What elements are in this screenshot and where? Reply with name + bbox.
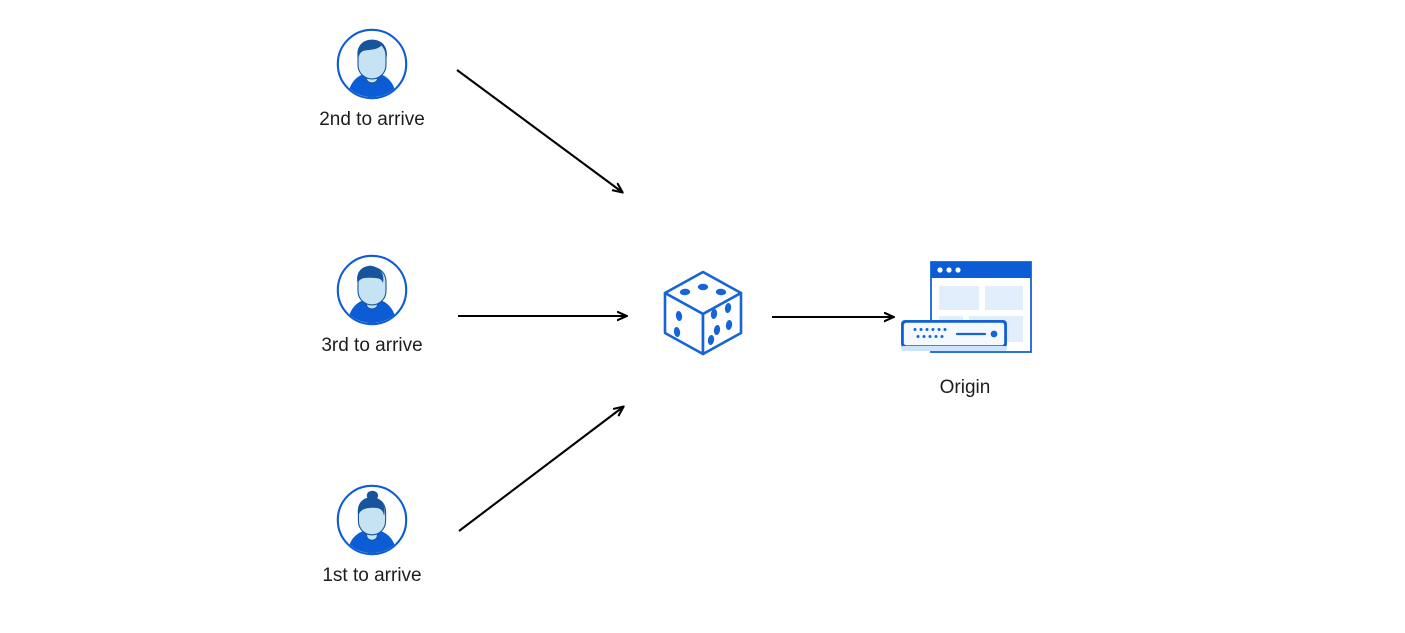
user-node-2nd[interactable]: 2nd to arrive bbox=[319, 28, 425, 129]
user-avatar-bun-hair-icon bbox=[336, 484, 408, 556]
origin-server-browser-icon bbox=[901, 261, 1032, 353]
user-avatar-short-hair-icon bbox=[336, 254, 408, 326]
server-device-icon bbox=[901, 320, 1007, 351]
user-node-3rd[interactable]: 3rd to arrive bbox=[321, 254, 423, 355]
origin-node-label: Origin bbox=[939, 377, 991, 398]
user-node-2nd-label: 2nd to arrive bbox=[319, 109, 425, 130]
user-node-1st[interactable]: 1st to arrive bbox=[322, 484, 422, 585]
edge-user1st-dice bbox=[458, 407, 623, 532]
user-node-3rd-label: 3rd to arrive bbox=[321, 335, 423, 356]
edge-user2nd-dice bbox=[456, 69, 622, 192]
user-node-1st-label: 1st to arrive bbox=[322, 565, 422, 586]
randomizer-node-dice[interactable] bbox=[660, 268, 746, 358]
user-avatar-short-hair-icon bbox=[336, 28, 408, 100]
origin-node[interactable]: Origin bbox=[895, 258, 1035, 397]
dice-cube-icon bbox=[663, 270, 743, 356]
